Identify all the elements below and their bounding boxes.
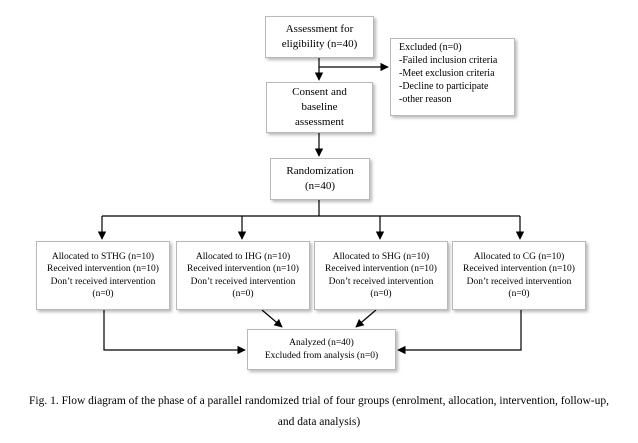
randomization-box: Randomization (n=40) <box>270 158 370 200</box>
analyzed-line-2: Excluded from analysis (n=0) <box>264 350 379 361</box>
group-not-received: Don’t received intervention <box>190 276 296 287</box>
group-received: Received intervention (n=10) <box>47 264 159 274</box>
analyzed-box: Analyzed (n=40) Excluded from analysis (… <box>247 329 396 370</box>
excluded-reason: -Decline to participate <box>399 81 489 92</box>
group-allocated: Allocated to SHG (n=10) <box>332 251 430 262</box>
consent-box: Consent and baseline assessment <box>266 82 373 133</box>
assessment-line-1: Assessment for <box>285 23 354 35</box>
excluded-reason: -other reason <box>399 94 452 105</box>
group-box-sthg: Allocated to STHG (n=10) Received interv… <box>36 241 170 310</box>
assessment-line-2: eligibility (n=40) <box>281 38 358 50</box>
group-received: Received intervention (n=10) <box>463 264 575 274</box>
caption-line-2: and data analysis) <box>277 416 361 428</box>
excluded-reason: -Meet exclusion criteria <box>399 68 495 79</box>
arrow-sthg-to-analyzed <box>103 310 246 355</box>
group-not-received: Don’t received intervention <box>466 276 572 287</box>
group-not-received: Don’t received intervention <box>50 276 156 287</box>
group-box-cg: Allocated to CG (n=10) Received interven… <box>452 241 586 310</box>
excluded-box: Excluded (n=0) -Failed inclusion criteri… <box>390 38 515 116</box>
excluded-reason: -Failed inclusion criteria <box>399 55 498 66</box>
group-received: Received intervention (n=10) <box>325 264 437 274</box>
randomization-line-1: Randomization <box>286 165 354 177</box>
group-not-received-n: (n=0) <box>508 289 530 299</box>
group-not-received: Don’t received intervention <box>328 276 434 287</box>
assessment-box: Assessment for eligibility (n=40) <box>265 16 374 58</box>
group-box-ihg: Allocated to IHG (n=10) Received interve… <box>176 241 310 310</box>
group-allocated: Allocated to CG (n=10) <box>473 251 565 262</box>
randomization-line-2: (n=40) <box>304 180 336 192</box>
group-allocated: Allocated to IHG (n=10) <box>195 251 291 262</box>
caption-line-1: Fig. 1. Flow diagram of the phase of a p… <box>29 395 609 407</box>
group-not-received-n: (n=0) <box>232 289 254 299</box>
analyzed-line-1: Analyzed (n=40) <box>289 338 354 348</box>
group-box-shg: Allocated to SHG (n=10) Received interve… <box>314 241 448 310</box>
arrow-ihg-to-analyzed <box>261 309 283 328</box>
figure-caption: Fig. 1. Flow diagram of the phase of a p… <box>4 391 634 433</box>
group-not-received-n: (n=0) <box>92 289 114 299</box>
excluded-title: Excluded (n=0) <box>399 42 462 53</box>
group-not-received-n: (n=0) <box>370 289 392 299</box>
group-received: Received intervention (n=10) <box>187 264 299 274</box>
consent-line-1: Consent and <box>292 86 347 98</box>
consent-line-2: baseline <box>301 101 338 113</box>
arrow-cg-to-analyzed <box>397 310 522 355</box>
consent-line-3: assessment <box>295 116 344 128</box>
group-allocated: Allocated to STHG (n=10) <box>51 251 155 262</box>
arrow-shg-to-analyzed <box>355 309 377 328</box>
